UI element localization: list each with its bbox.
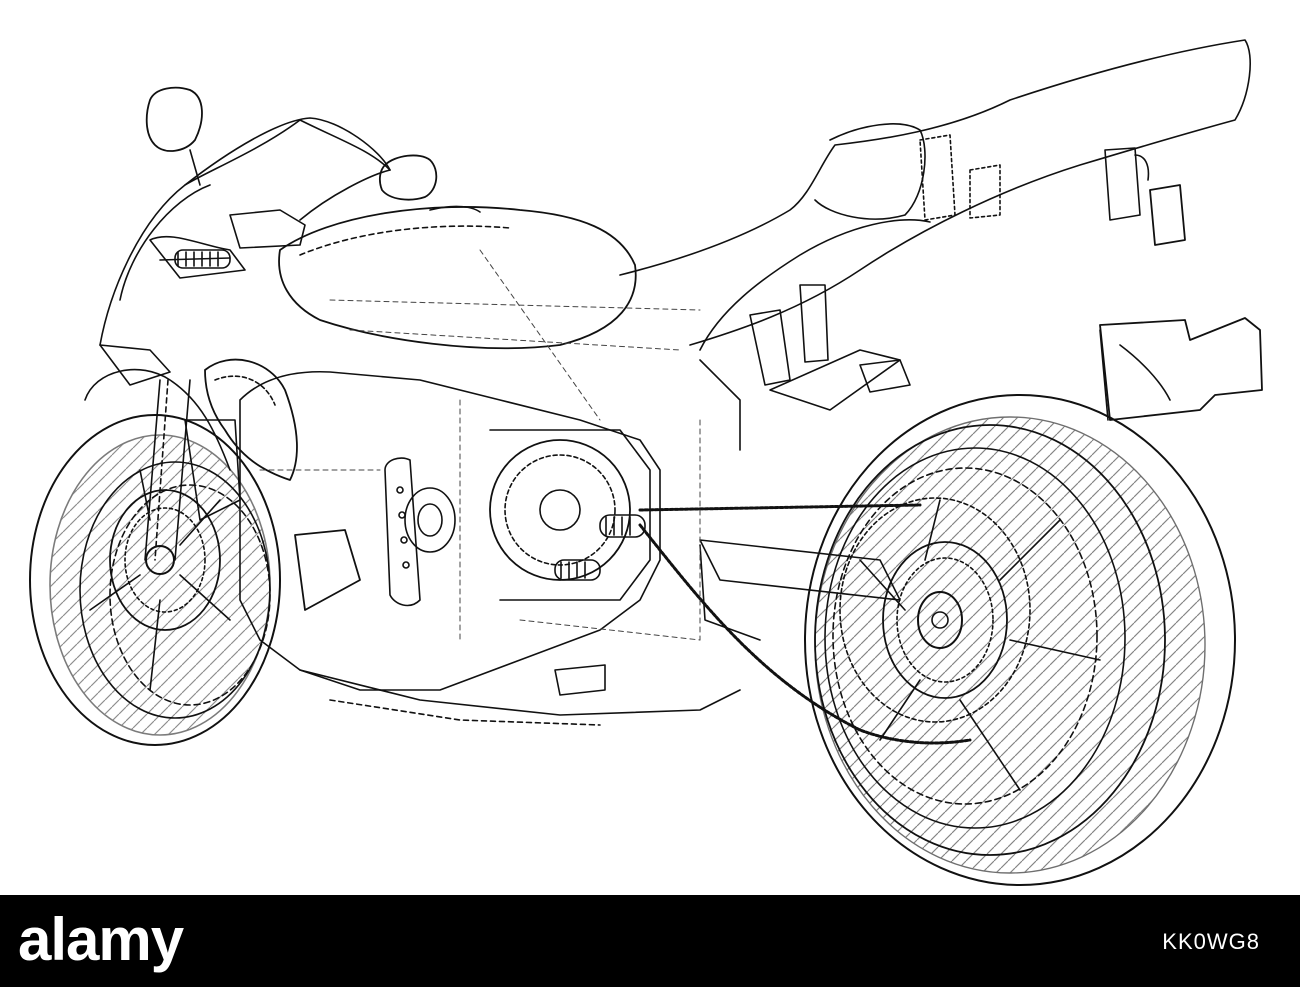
rear-subframe [699, 284, 911, 451]
exhaust [1099, 317, 1263, 421]
front-wheel [29, 414, 281, 746]
fuel-tank [278, 205, 637, 350]
engine [239, 370, 661, 696]
brand-logo: alamy [18, 906, 184, 973]
belly-pan [299, 669, 741, 726]
rear-wheel [804, 394, 1236, 886]
drive-chain [638, 503, 972, 745]
front-fairing [84, 117, 391, 481]
footer-bar: alamy KK0WG8 [0, 895, 1300, 987]
image-id: KK0WG8 [1162, 929, 1260, 954]
seat-tail [619, 39, 1251, 351]
handlebar [159, 249, 231, 269]
hidden-lines [259, 249, 701, 641]
mirrors [145, 86, 438, 201]
motorcycle-drawing [29, 39, 1263, 886]
motorcycle-wireframe-svg [29, 39, 1263, 886]
